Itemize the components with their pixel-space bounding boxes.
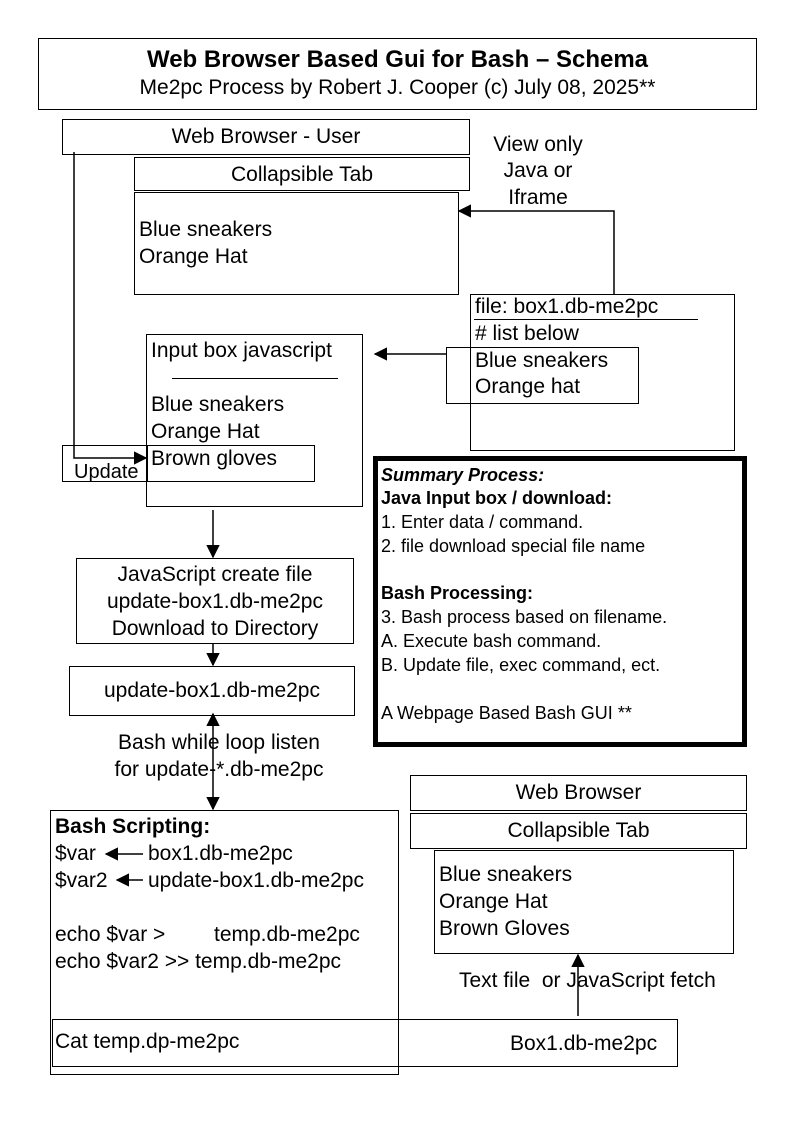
bash-echo1-target: temp.db-me2pc xyxy=(214,923,360,946)
summary-footer: A Webpage Based Bash GUI ** xyxy=(381,703,632,723)
update-button-label: Update xyxy=(74,461,139,483)
browser-user-content xyxy=(134,192,459,295)
update-file-name: update-box1.db-me2pc xyxy=(104,679,320,702)
list-item: Orange Hat xyxy=(439,890,548,913)
new-item-value: Brown gloves xyxy=(151,447,278,470)
js-create-line: update-box1.db-me2pc xyxy=(107,590,323,613)
view-note-line: Iframe xyxy=(508,186,568,209)
list-item: Blue sneakers xyxy=(439,863,573,886)
bash-var1: $var xyxy=(55,842,96,865)
file-name-underline xyxy=(474,319,698,320)
bash-echo2: echo $var2 >> temp.db-me2pc xyxy=(55,950,342,973)
js-create-box xyxy=(76,558,354,644)
list-item: Blue sneakers xyxy=(139,218,273,241)
bash-heading: Bash Scripting: xyxy=(55,815,211,838)
diagram-title: Web Browser Based Gui for Bash – Schema xyxy=(146,46,649,73)
file-name: file: box1.db-me2pc xyxy=(475,295,659,318)
browser-user-header[interactable] xyxy=(62,119,470,155)
browser-bottom-tab[interactable] xyxy=(410,813,747,849)
browser-bottom-content xyxy=(434,850,734,954)
view-arrow xyxy=(457,204,615,294)
js-create-line: Download to Directory xyxy=(111,617,319,640)
user-update-arrow xyxy=(73,152,148,465)
diagram-subtitle: Me2pc Process by Robert J. Cooper (c) Ju… xyxy=(139,76,656,99)
js-create-line: JavaScript create file xyxy=(117,563,313,586)
summary-box xyxy=(373,456,747,747)
summary-step: 3. Bash process based on filename. xyxy=(381,607,668,627)
bash-var2-source: update-box1.db-me2pc xyxy=(148,869,364,892)
cat-output-box xyxy=(52,1019,678,1067)
file-comment: # list below xyxy=(475,322,579,345)
list-item: Blue sneakers xyxy=(475,349,609,372)
update-button[interactable] xyxy=(62,445,148,482)
summary-java-heading: Java Input box / download: xyxy=(381,488,613,508)
file-box xyxy=(470,294,735,451)
loop-label-line: Bash while loop listen xyxy=(118,731,320,754)
bash-echo1-cmd: echo $var > xyxy=(55,923,166,946)
list-item: Orange Hat xyxy=(151,420,260,443)
browser-bottom-header[interactable] xyxy=(410,775,747,811)
summary-step: 1. Enter data / command. xyxy=(381,512,584,532)
fetch-label: Text file or JavaScript fetch xyxy=(459,969,716,992)
update-file-box xyxy=(69,666,355,716)
browser-bottom-tab-label: Collapsible Tab xyxy=(507,819,650,842)
input-box xyxy=(146,334,363,507)
summary-step: 2. file download special file name xyxy=(381,536,646,556)
file-list-box xyxy=(446,347,639,404)
new-item-field[interactable] xyxy=(146,445,315,482)
list-item: Orange hat xyxy=(475,375,581,398)
browser-user-tab[interactable] xyxy=(134,157,470,191)
summary-heading: Summary Process: xyxy=(381,465,545,485)
bash-var2: $var2 xyxy=(55,869,108,892)
input-line[interactable] xyxy=(172,378,338,379)
bash-result-file: Box1.db-me2pc xyxy=(510,1032,658,1055)
bash-var1-source: box1.db-me2pc xyxy=(148,842,293,865)
summary-step: B. Update file, exec command, ect. xyxy=(381,655,661,675)
view-note-line: Java or xyxy=(503,159,573,182)
summary-bash-heading: Bash Processing: xyxy=(381,583,534,603)
list-item: Orange Hat xyxy=(139,245,248,268)
list-item: Blue sneakers xyxy=(151,393,285,416)
summary-step: A. Execute bash command. xyxy=(381,631,602,651)
input-box-title: Input box javascript xyxy=(151,339,332,362)
header-box xyxy=(38,38,757,110)
bash-cat-cmd: Cat temp.dp-me2pc xyxy=(55,1030,240,1053)
browser-bottom-title: Web Browser xyxy=(515,781,642,804)
browser-user-title: Web Browser - User xyxy=(171,125,361,148)
browser-user-tab-label: Collapsible Tab xyxy=(230,163,374,186)
list-item: Brown Gloves xyxy=(439,917,570,940)
view-note-line: View only xyxy=(493,133,583,156)
loop-label-line: for update-*.db-me2pc xyxy=(114,758,324,781)
bash-box xyxy=(50,810,399,1075)
